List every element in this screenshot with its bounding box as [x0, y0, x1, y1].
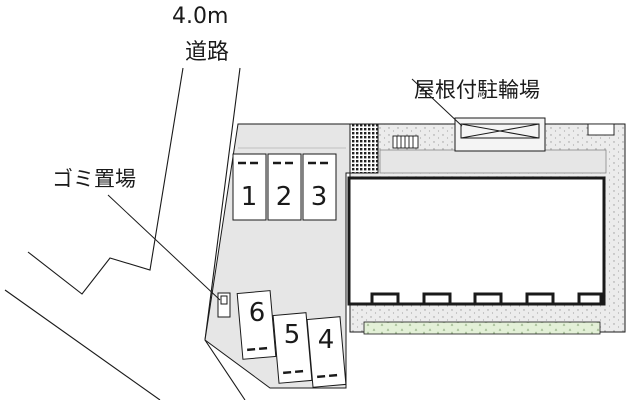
parking-space-3: 3 [310, 182, 328, 212]
bike-parking-label: 屋根付駐輪場 [414, 78, 540, 102]
parking-space-4: 4 [317, 325, 335, 355]
road-outline [4, 67, 246, 400]
road-width-label: 4.0m [172, 4, 229, 29]
building [347, 176, 606, 306]
parking-space-2: 2 [275, 182, 293, 212]
parking-space-5: 5 [283, 320, 301, 350]
ac-units [392, 123, 615, 149]
garbage-area-label: ゴミ置場 [52, 167, 136, 191]
parking-row-bottom [236, 290, 347, 388]
lawn-strip [363, 321, 601, 335]
parking-row-top [232, 153, 337, 221]
parking-space-1: 1 [240, 182, 258, 212]
garbage-area [107, 194, 231, 318]
road-label: 道路 [185, 40, 230, 65]
walkway [379, 149, 607, 174]
balconies [370, 292, 603, 304]
grating-block [349, 123, 379, 174]
bike-parking-structure [411, 78, 546, 152]
parking-space-6: 6 [248, 298, 266, 328]
